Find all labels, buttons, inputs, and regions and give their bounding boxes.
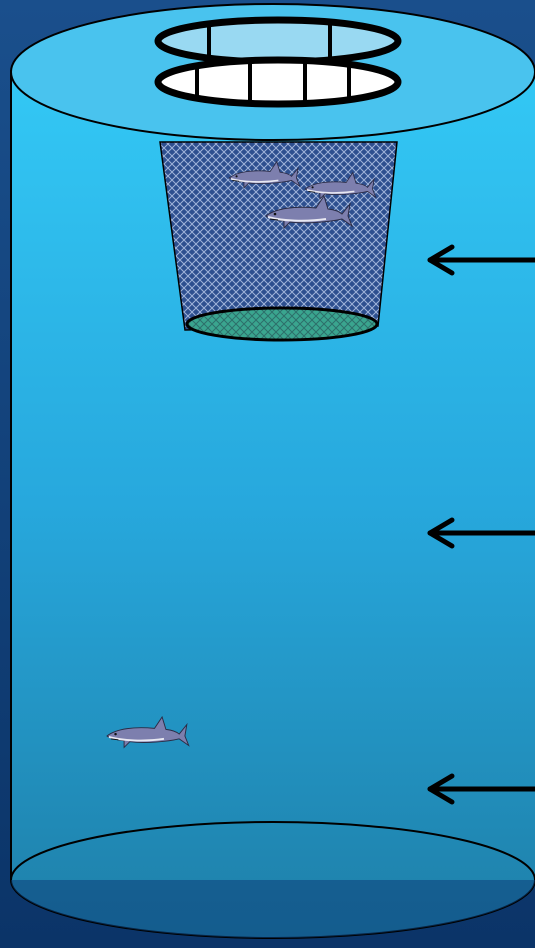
- ring-outer-struts: [195, 61, 351, 104]
- ring-inner-struts: [207, 24, 332, 58]
- arrow-upper: [427, 244, 535, 276]
- ring-inner: [154, 16, 402, 66]
- arrow-lower: [427, 773, 535, 805]
- cylinder-bottom-shadow: [11, 880, 535, 938]
- water-column: [11, 70, 535, 938]
- arrow-middle: [427, 517, 535, 549]
- net-opening: [185, 306, 379, 342]
- ring-outer: [154, 56, 402, 108]
